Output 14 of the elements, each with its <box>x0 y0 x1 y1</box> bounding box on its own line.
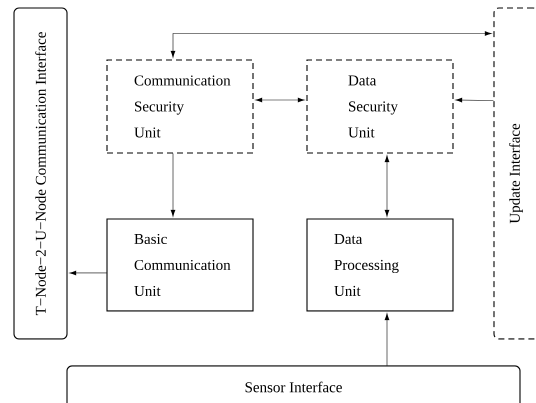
interface-box: Update Interface <box>493 7 536 340</box>
arrow <box>69 270 107 276</box>
arrow <box>384 313 390 366</box>
interface-box: T−Node−2−U−Node Communication Interface <box>13 7 68 340</box>
unit-box: Data Processing Unit <box>306 218 454 312</box>
arrow <box>384 155 390 217</box>
arrow <box>455 98 494 102</box>
arrow <box>255 98 305 102</box>
unit-box: Data Security Unit <box>306 59 454 154</box>
arrow <box>170 153 176 217</box>
interface-box: Sensor Interface <box>66 365 521 403</box>
unit-box: Basic Communication Unit <box>106 218 254 312</box>
arrow <box>170 31 492 58</box>
unit-box: Communication Security Unit <box>106 59 254 154</box>
